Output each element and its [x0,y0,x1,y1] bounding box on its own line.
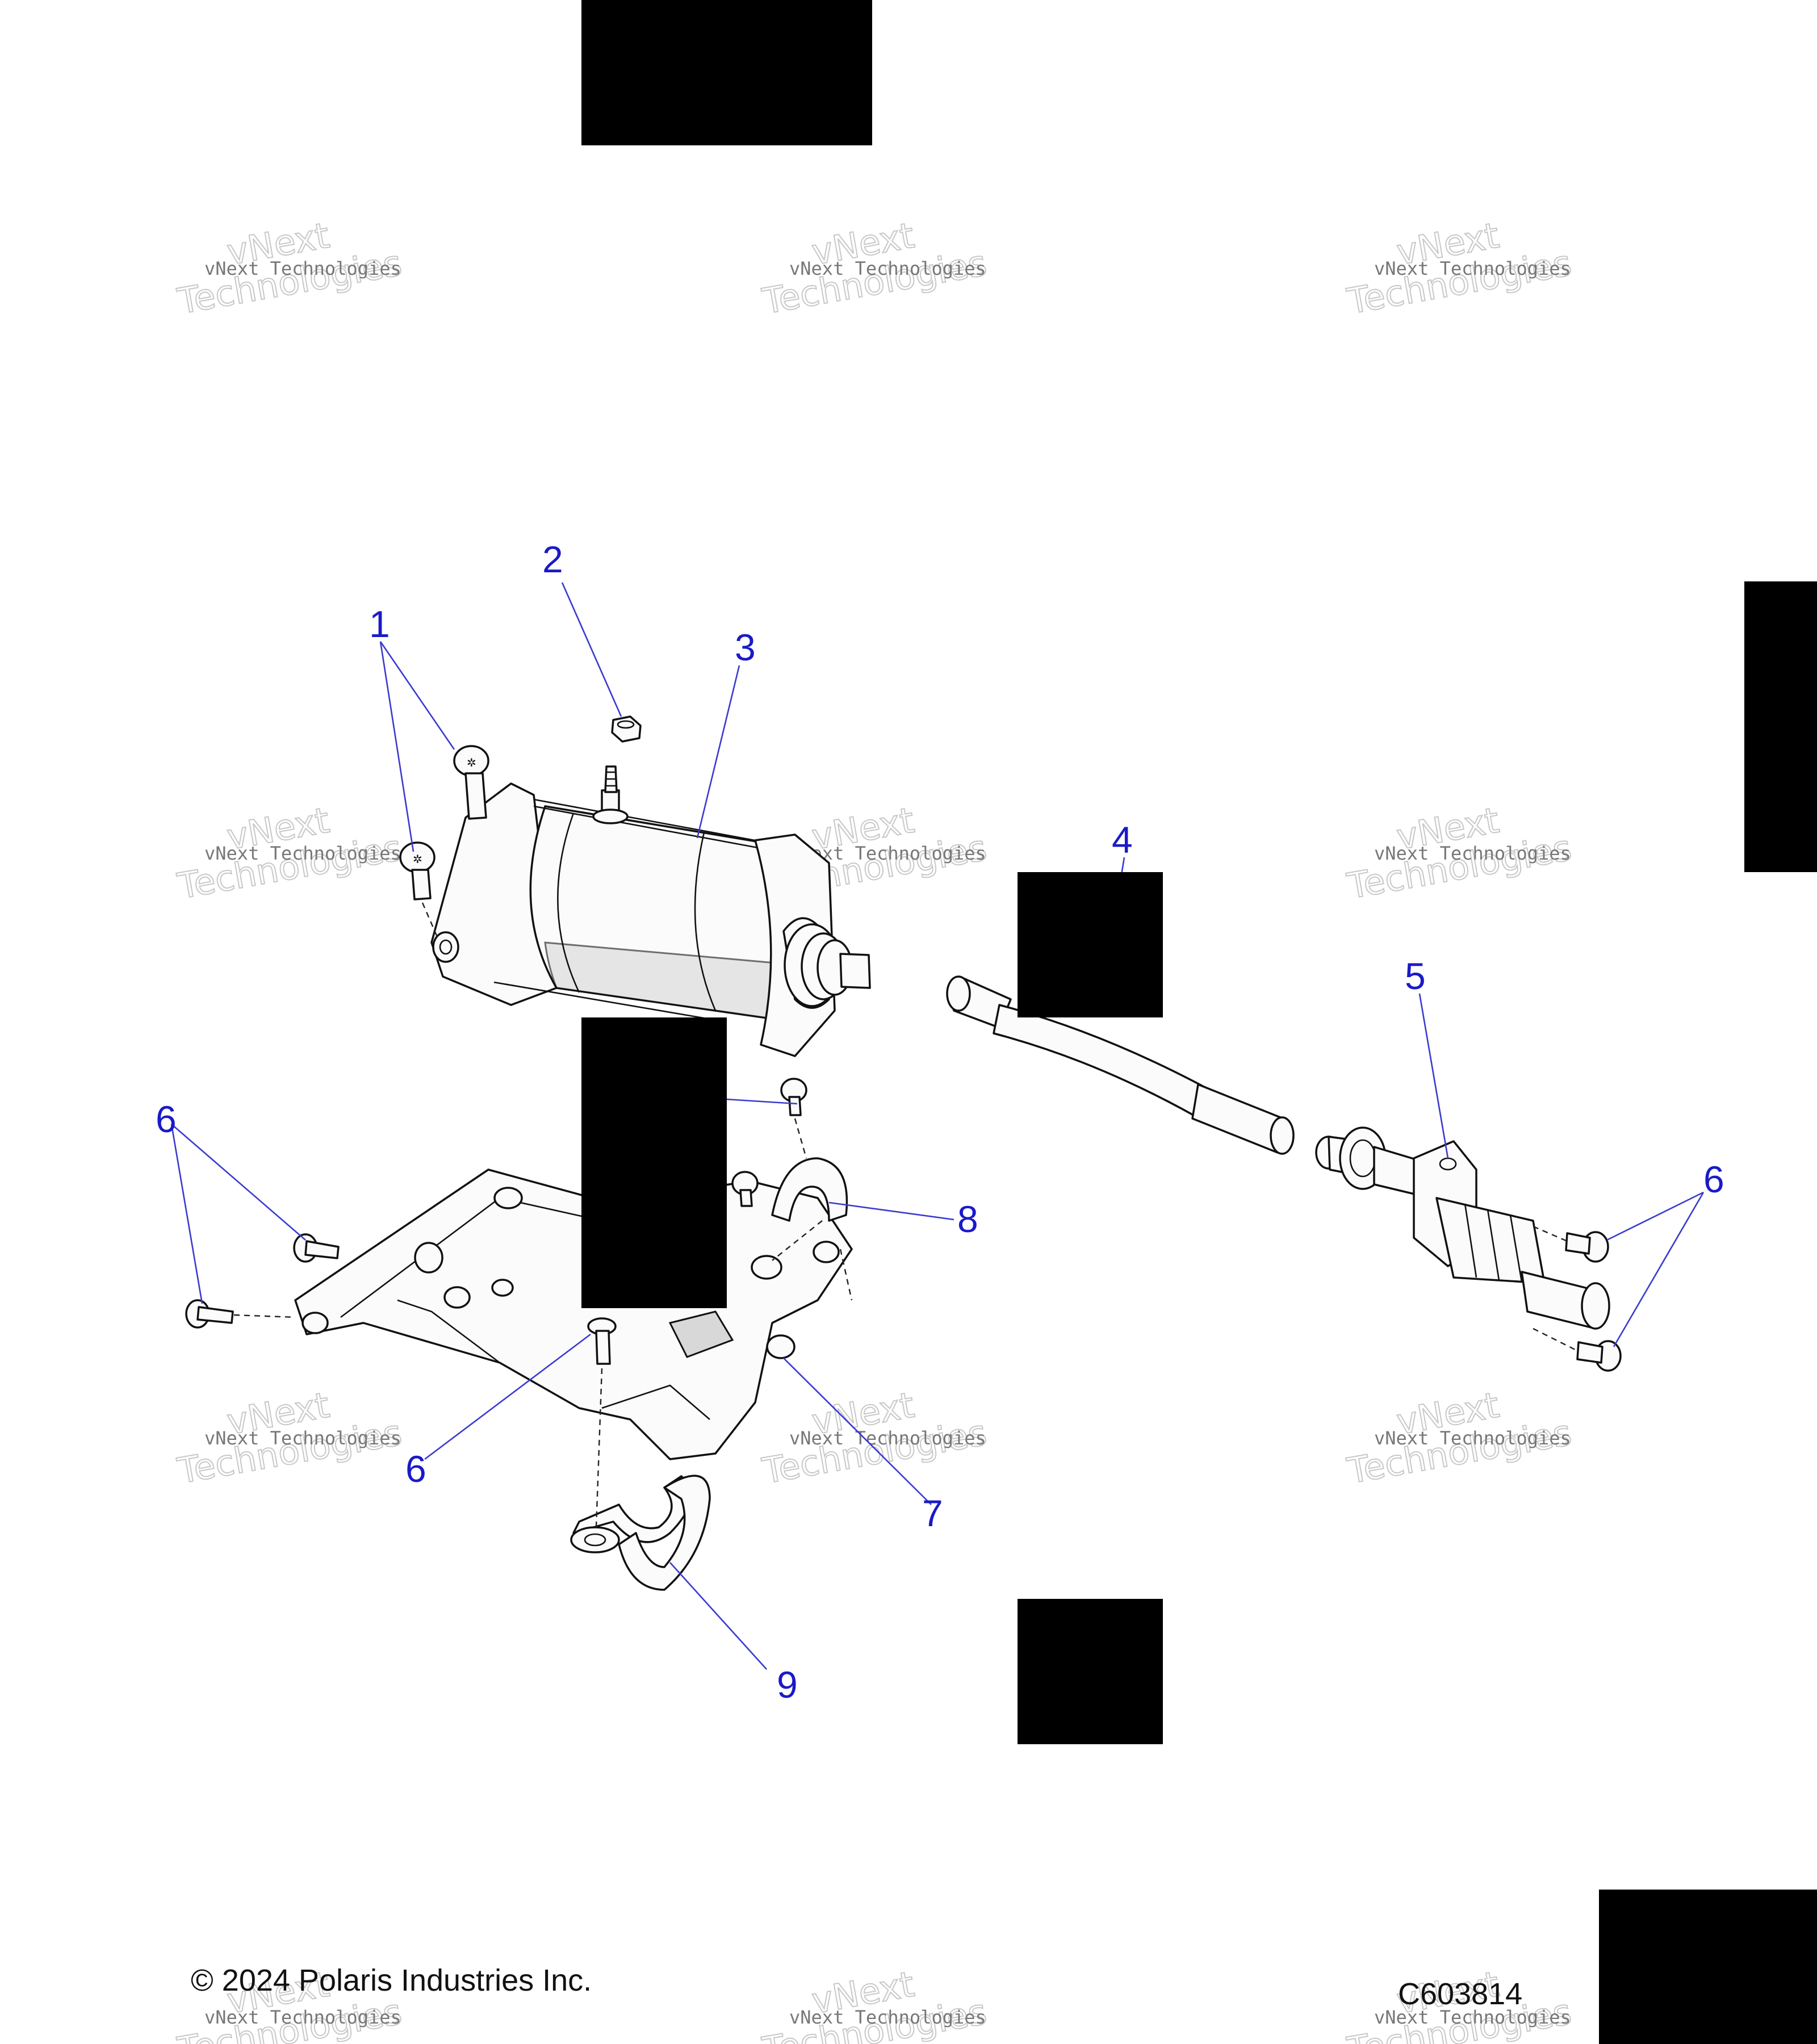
starter-motor-part [430,765,871,1057]
redaction-block-bottom-right [1599,1890,1817,2044]
watermark-small: vNext Technologies [204,258,401,279]
callout-6-bottom: 6 [405,1448,426,1490]
watermark-small: vNext Technologies [204,2007,401,2028]
watermark-small: vNext Technologies [1374,2007,1571,2028]
watermark-small: vNext Technologies [789,2007,986,2028]
callout-7: 7 [922,1492,943,1534]
redaction-block-callout-4 [1018,872,1163,1017]
callout-labels: 1 2 3 4 5 6 6 6 7 8 9 [156,538,1724,1706]
redaction-block-lower [1018,1599,1163,1744]
watermark-small: vNext Technologies [204,1427,401,1449]
starter-drive-part [1315,1126,1622,1372]
callout-5: 5 [1405,955,1426,997]
watermark-small: vNext Technologies [1374,258,1571,279]
figure-id-text: C603814 [1398,1977,1522,2011]
callout-9: 9 [777,1664,798,1706]
footer: © 2024 Polaris Industries Inc. C603814 [191,1963,1522,2011]
callout-1: 1 [369,603,390,645]
clamp-strap-part [570,1368,711,1591]
watermark-small: vNext Technologies [1374,1427,1571,1449]
redaction-block-right-edge [1744,581,1817,872]
leader-lines [170,582,1705,1670]
starter-bolts-part: ✲ ✲ [399,745,489,937]
callout-6-right: 6 [1703,1158,1724,1200]
svg-text:✲: ✲ [467,756,476,769]
callout-6-left: 6 [156,1098,177,1140]
redaction-block-center [581,1017,727,1308]
redaction-block-top [581,0,872,145]
nut-part [611,715,642,743]
svg-text:✲: ✲ [413,852,422,866]
drive-shaft-part [946,975,1295,1155]
redaction-blocks [581,0,1817,2044]
copyright-text: © 2024 Polaris Industries Inc. [191,1963,592,1997]
watermark-small: vNext Technologies [1374,843,1571,864]
callout-8: 8 [957,1198,978,1240]
callout-3: 3 [735,626,756,668]
watermark-small: vNext Technologies [789,1427,986,1449]
callout-2: 2 [542,538,563,580]
watermark-small: vNext Technologies [789,258,986,279]
callout-4: 4 [1112,819,1133,861]
watermark-small: vNext Technologies [204,843,401,864]
